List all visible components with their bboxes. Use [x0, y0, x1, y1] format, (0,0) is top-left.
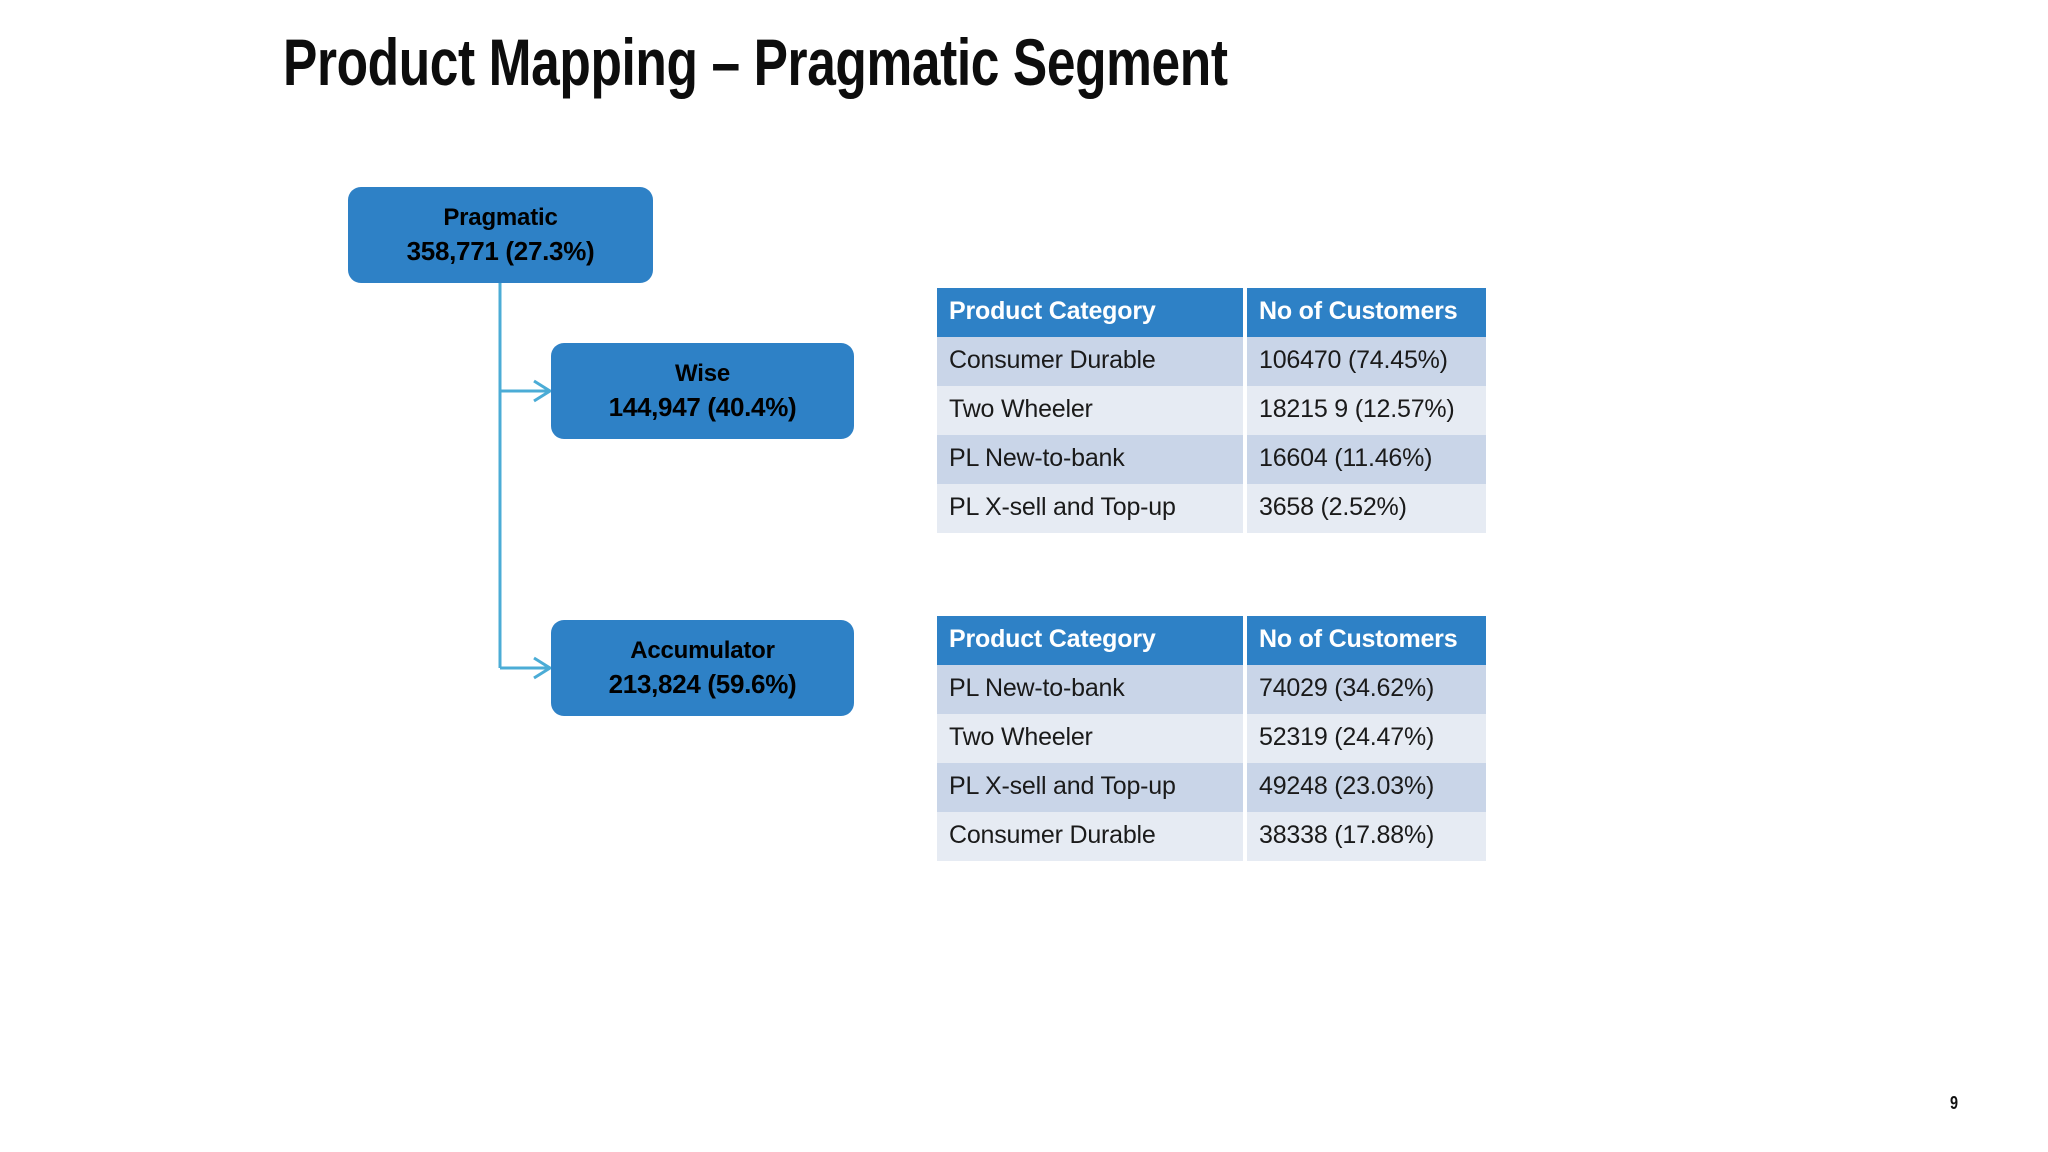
flow-node-wise[interactable]: Wise 144,947 (40.4%) — [551, 343, 854, 439]
table-header-row: Product Category No of Customers — [937, 616, 1486, 665]
accumulator-product-table: Product Category No of Customers PL New-… — [937, 616, 1486, 861]
flow-node-wise-value: 144,947 (40.4%) — [608, 391, 797, 422]
column-header-product-category: Product Category — [937, 288, 1243, 337]
page-title: Product Mapping – Pragmatic Segment — [283, 25, 1228, 99]
cell-product-category: Consumer Durable — [937, 337, 1243, 386]
column-gap — [1243, 763, 1247, 812]
column-gap — [1243, 386, 1247, 435]
column-gap — [1243, 616, 1247, 665]
column-gap — [1243, 337, 1247, 386]
flow-node-accumulator[interactable]: Accumulator 213,824 (59.6%) — [551, 620, 854, 716]
table-header-row: Product Category No of Customers — [937, 288, 1486, 337]
table-row: PL New-to-bank 16604 (11.46%) — [937, 435, 1486, 484]
flow-node-pragmatic-value: 358,771 (27.3%) — [406, 235, 595, 266]
table-row: Two Wheeler 52319 (24.47%) — [937, 714, 1486, 763]
column-gap — [1243, 435, 1247, 484]
table-row: PL X-sell and Top-up 3658 (2.52%) — [937, 484, 1486, 533]
cell-no-of-customers: 49248 (23.03%) — [1247, 763, 1486, 812]
cell-no-of-customers: 3658 (2.52%) — [1247, 484, 1486, 533]
column-gap — [1243, 714, 1247, 763]
cell-no-of-customers: 52319 (24.47%) — [1247, 714, 1486, 763]
table-row: Consumer Durable 106470 (74.45%) — [937, 337, 1486, 386]
flow-node-pragmatic[interactable]: Pragmatic 358,771 (27.3%) — [348, 187, 653, 283]
cell-product-category: PL New-to-bank — [937, 665, 1243, 714]
cell-product-category: PL X-sell and Top-up — [937, 484, 1243, 533]
column-gap — [1243, 665, 1247, 714]
cell-product-category: PL New-to-bank — [937, 435, 1243, 484]
arrowhead-wise — [533, 379, 553, 403]
table-row: PL New-to-bank 74029 (34.62%) — [937, 665, 1486, 714]
cell-no-of-customers: 18215 9 (12.57%) — [1247, 386, 1486, 435]
flow-node-accumulator-label: Accumulator — [630, 637, 775, 664]
table-row: Two Wheeler 18215 9 (12.57%) — [937, 386, 1486, 435]
cell-product-category: Two Wheeler — [937, 714, 1243, 763]
column-header-product-category: Product Category — [937, 616, 1243, 665]
table-row: Consumer Durable 38338 (17.88%) — [937, 812, 1486, 861]
wise-product-table: Product Category No of Customers Consume… — [937, 288, 1486, 533]
column-header-no-of-customers: No of Customers — [1247, 616, 1486, 665]
arrowhead-accumulator — [533, 656, 553, 680]
flow-node-pragmatic-label: Pragmatic — [443, 204, 558, 231]
cell-product-category: Consumer Durable — [937, 812, 1243, 861]
cell-no-of-customers: 106470 (74.45%) — [1247, 337, 1486, 386]
flow-node-wise-label: Wise — [674, 360, 730, 387]
column-gap — [1243, 484, 1247, 533]
cell-no-of-customers: 74029 (34.62%) — [1247, 665, 1486, 714]
table-row: PL X-sell and Top-up 49248 (23.03%) — [937, 763, 1486, 812]
column-gap — [1243, 812, 1247, 861]
column-gap — [1243, 288, 1247, 337]
flow-node-accumulator-value: 213,824 (59.6%) — [608, 668, 797, 699]
cell-product-category: Two Wheeler — [937, 386, 1243, 435]
column-header-no-of-customers: No of Customers — [1247, 288, 1486, 337]
cell-product-category: PL X-sell and Top-up — [937, 763, 1243, 812]
cell-no-of-customers: 16604 (11.46%) — [1247, 435, 1486, 484]
page-number: 9 — [1949, 1093, 1958, 1113]
cell-no-of-customers: 38338 (17.88%) — [1247, 812, 1486, 861]
